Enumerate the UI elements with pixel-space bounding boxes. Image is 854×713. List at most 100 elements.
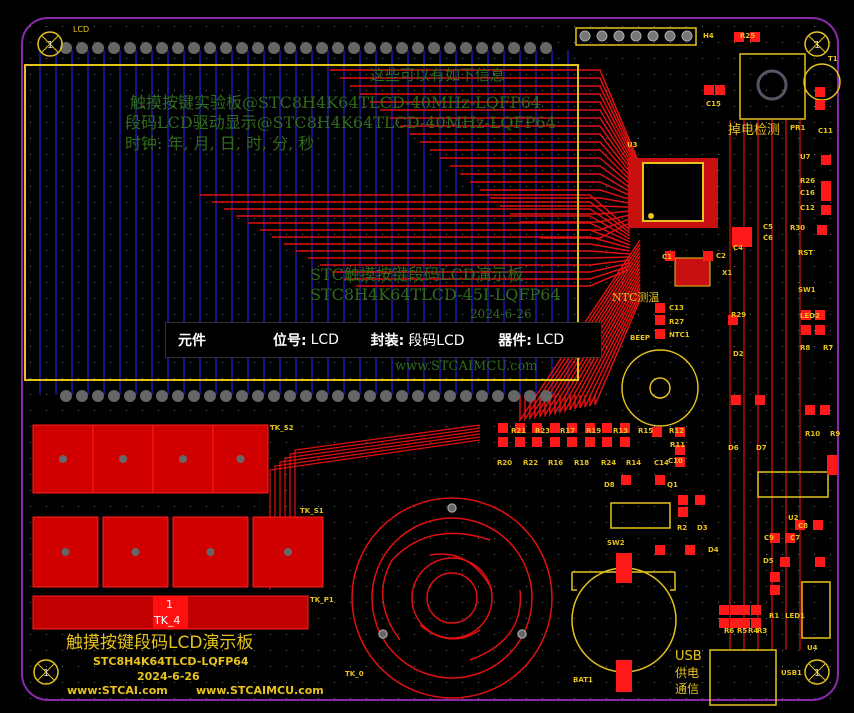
grid-dot — [558, 378, 559, 379]
grid-dot — [430, 634, 431, 635]
mcu-u3[interactable] — [628, 158, 718, 228]
grid-dot — [254, 682, 255, 683]
grid-dot — [670, 330, 671, 331]
battery-bat1[interactable] — [571, 553, 677, 692]
grid-dot — [590, 650, 591, 651]
grid-dot — [766, 458, 767, 459]
grid-dot — [238, 26, 239, 27]
grid-dot — [62, 634, 63, 635]
grid-dot — [526, 74, 527, 75]
grid-dot — [158, 42, 159, 43]
grid-dot — [142, 314, 143, 315]
grid-dot — [414, 442, 415, 443]
designator-label: H4 — [703, 32, 714, 40]
grid-dot — [238, 234, 239, 235]
grid-dot — [270, 234, 271, 235]
grid-dot — [462, 426, 463, 427]
lcd-pin — [332, 390, 344, 402]
designator-label: R18 — [574, 459, 589, 467]
grid-dot — [30, 250, 31, 251]
grid-dot — [798, 410, 799, 411]
grid-dot — [190, 314, 191, 315]
touch-wheel[interactable] — [351, 497, 553, 699]
grid-dot — [494, 602, 495, 603]
grid-dot — [622, 90, 623, 91]
smd-pad — [655, 475, 665, 485]
touch-keys[interactable] — [32, 424, 324, 588]
grid-dot — [686, 42, 687, 43]
grid-dot — [590, 282, 591, 283]
designator-label: C13 — [669, 304, 684, 312]
potentiometer-pr1[interactable] — [739, 53, 806, 120]
grid-dot — [94, 74, 95, 75]
usb-connector[interactable] — [709, 649, 777, 706]
grid-dot — [206, 74, 207, 75]
grid-dot — [318, 282, 319, 283]
tooltip-designator-value: LCD — [310, 332, 339, 348]
grid-dot — [94, 218, 95, 219]
grid-dot — [734, 122, 735, 123]
grid-dot — [30, 138, 31, 139]
lcd-pin — [412, 390, 424, 402]
grid-dot — [462, 74, 463, 75]
grid-dot — [206, 378, 207, 379]
grid-dot — [702, 634, 703, 635]
grid-dot — [686, 458, 687, 459]
grid-dot — [334, 410, 335, 411]
grid-dot — [62, 266, 63, 267]
lcd-footprint-outline[interactable] — [24, 64, 579, 381]
grid-dot — [350, 234, 351, 235]
board-title: 触摸按键段码LCD演示板 — [66, 633, 253, 653]
grid-dot — [414, 522, 415, 523]
grid-dot — [430, 602, 431, 603]
grid-dot — [734, 426, 735, 427]
grid-dot — [414, 90, 415, 91]
grid-dot — [766, 442, 767, 443]
grid-dot — [94, 90, 95, 91]
top-trace — [224, 208, 631, 237]
designator-label: PR1 — [790, 124, 806, 132]
top-trace — [296, 250, 631, 255]
grid-dot — [238, 266, 239, 267]
fuse-u4[interactable] — [801, 581, 831, 639]
grid-dot — [686, 538, 687, 539]
grid-dot — [734, 58, 735, 59]
tooltip-device-label: 器件: — [498, 333, 532, 349]
grid-dot — [750, 58, 751, 59]
grid-dot — [414, 650, 415, 651]
grid-dot — [494, 26, 495, 27]
crystal-x1[interactable] — [674, 257, 711, 287]
buzzer-beep[interactable] — [621, 349, 699, 427]
grid-dot — [766, 26, 767, 27]
designator-label: R22 — [523, 459, 538, 467]
grid-dot — [670, 410, 671, 411]
grid-dot — [478, 106, 479, 107]
grid-dot — [350, 26, 351, 27]
switch-sw2[interactable] — [610, 502, 671, 529]
touch-slider[interactable]: 1 TK_4 — [32, 595, 309, 630]
grid-dot — [830, 106, 831, 107]
grid-dot — [206, 170, 207, 171]
header-h4[interactable] — [575, 27, 697, 46]
grid-dot — [734, 410, 735, 411]
grid-dot — [750, 154, 751, 155]
grid-dot — [46, 410, 47, 411]
grid-dot — [430, 106, 431, 107]
grid-dot — [334, 442, 335, 443]
grid-dot — [782, 170, 783, 171]
lcd-pin — [76, 390, 88, 402]
grid-dot — [334, 170, 335, 171]
smd-pad — [815, 87, 825, 97]
grid-dot — [430, 682, 431, 683]
smd-pad — [821, 205, 831, 215]
grid-dot — [798, 538, 799, 539]
grid-dot — [494, 554, 495, 555]
grid-dot — [702, 314, 703, 315]
ic-u2[interactable] — [757, 471, 829, 498]
grid-dot — [558, 234, 559, 235]
top-trace — [360, 93, 641, 173]
grid-dot — [286, 490, 287, 491]
grid-dot — [222, 362, 223, 363]
grid-dot — [190, 698, 191, 699]
